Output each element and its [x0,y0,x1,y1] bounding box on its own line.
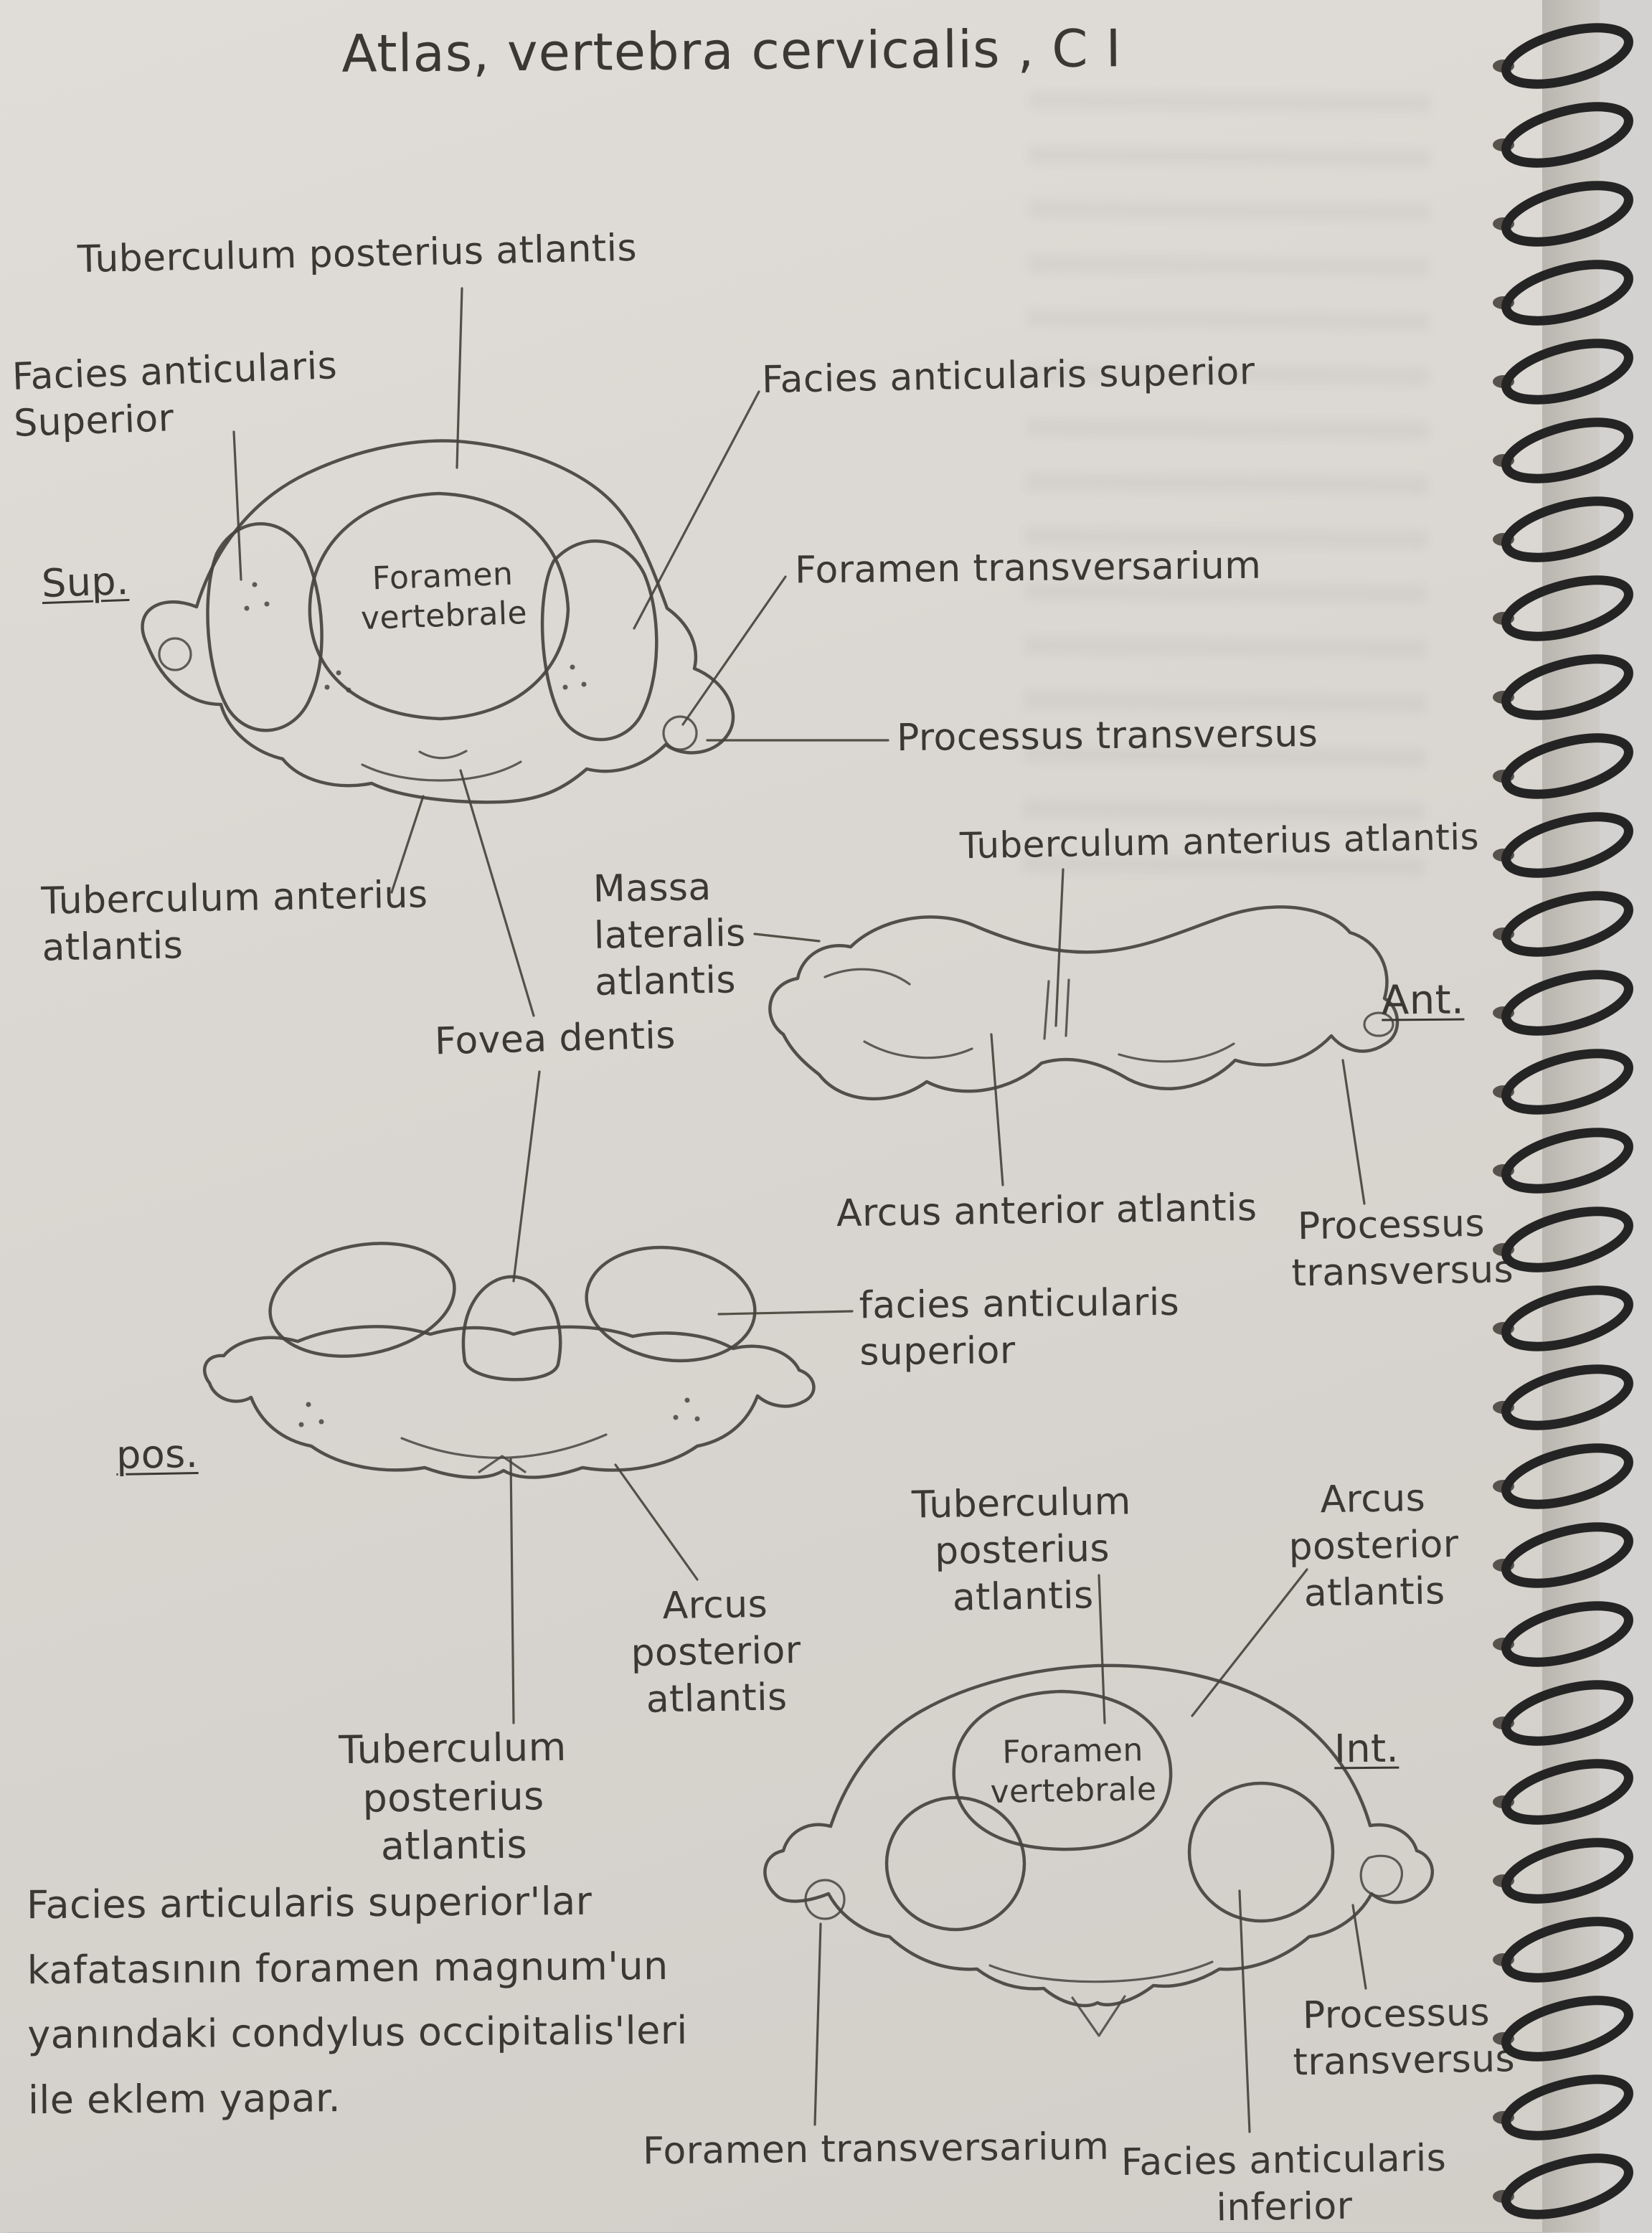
leader-line [1341,1059,1366,1205]
leader-line [614,1463,699,1581]
leader-line [990,1033,1004,1186]
drawing-atlas-posterior-view [202,1242,816,1479]
leader-line [717,1310,854,1316]
drawing-atlas-superior-view [141,439,735,804]
leader-line [753,933,821,943]
notebook-paper [0,0,1542,2232]
leader-line [1238,1889,1251,2133]
leader-line [1054,868,1065,1027]
leader-line [456,287,463,469]
leader-lines [232,287,1367,2133]
leader-line [1191,1568,1308,1717]
leader-line [633,390,760,630]
page-stack-edge [1542,0,1600,2232]
leader-line [512,1070,541,1283]
leader-line [459,769,535,1017]
leader-line [681,575,787,726]
leader-line [813,1922,822,2126]
leader-line [509,1458,515,1724]
drawing-atlas-inferior-view [763,1663,1434,2037]
leader-line [232,430,242,581]
leader-line [1098,1574,1106,1724]
leader-line [390,795,425,894]
leader-line [1351,1904,1367,1990]
drawing-atlas-anterior-view [768,905,1400,1101]
